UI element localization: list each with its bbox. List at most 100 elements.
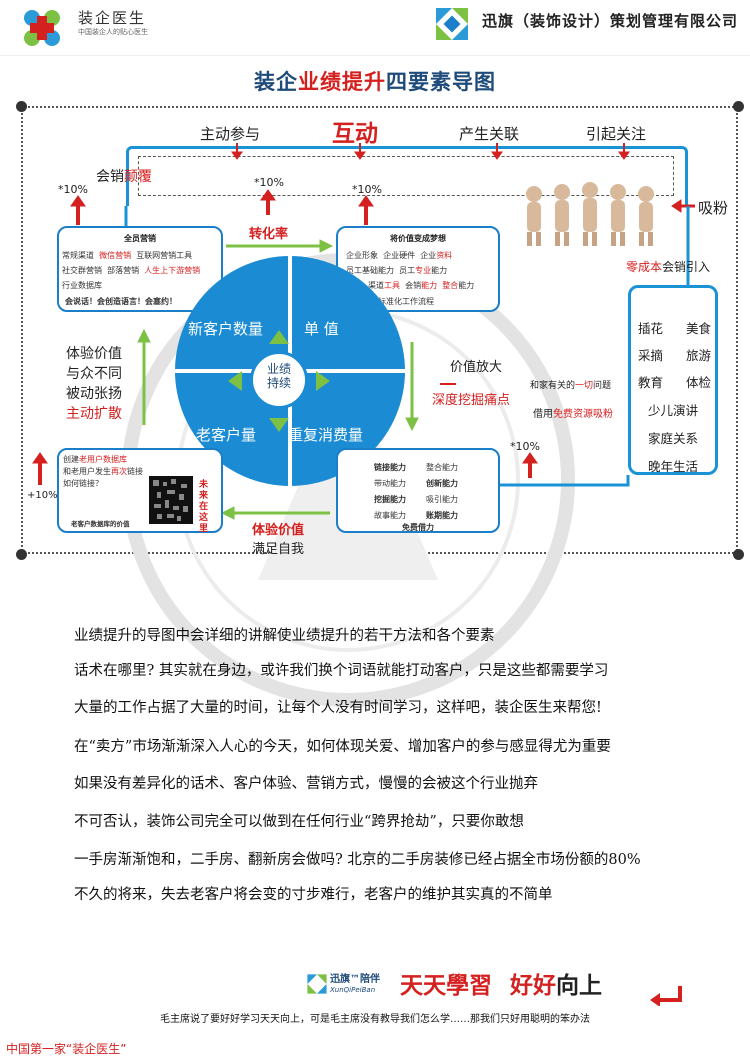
item-corp-data: 资料	[436, 251, 453, 260]
center-sustain-circle	[250, 351, 308, 409]
label-value-amp: 价值放大	[450, 360, 503, 375]
quad-unit-value: 单 值	[304, 320, 339, 338]
item-channel-pre: 渠道	[368, 281, 384, 290]
center-line-2: 持续	[266, 376, 291, 390]
item-standard-flow: 标准化工作流程	[378, 297, 434, 306]
left-label-3: 被动张扬	[66, 386, 122, 402]
quad-old-customers: 老客户量	[196, 426, 257, 444]
left-label-4: 主动扩散	[66, 406, 122, 422]
label-experience-value: 体验价值	[252, 523, 305, 538]
item-staff-pre: 员工	[399, 266, 416, 275]
footer-quote: 毛主席说了要好好学习天天向上，可是毛主席没有教导我们怎么学……那我们只好用聪明的…	[160, 1014, 590, 1025]
box-marketing-title: 全员营销	[124, 234, 156, 243]
ability-dig: 挖掘能力	[374, 495, 406, 504]
old-l3: 如何链接？	[63, 479, 103, 488]
brand-name: 装企医生	[78, 9, 147, 27]
item-social-group: 社交群营销	[62, 266, 102, 275]
label-borrow: 借用免费资源吸粉	[533, 405, 613, 420]
zhuangqi-doctor-logo	[24, 10, 60, 46]
paragraph-line: 如果没有差异化的话术、客户体验、营销方式，慢慢的会被这个行业抛弃	[74, 776, 538, 792]
frame-corner-dot	[733, 549, 744, 560]
paragraph-line: 不可否认，装饰公司完全可以做到在任何行业“跨界抢劫”，只要你敢想	[74, 814, 524, 830]
flow-loop-inner-dashed	[138, 156, 674, 196]
old-db-value: 老客户数据库的价值	[71, 520, 130, 528]
paragraph-line: 一手房渐渐饱和，二手房、翻新房会做吗? 北京的二手房装修已经占据全市场份额的80…	[74, 852, 641, 868]
dianfu-text: 颠覆	[124, 169, 152, 185]
footer-tag: 中国第一家“装企医生”	[6, 1042, 127, 1056]
old-l2-red: 再次	[111, 467, 127, 476]
box-all-staff-marketing: 全员营销 常规渠道 微信营销 互联网营销工具 社交群营销 部落营销 人生上下游营…	[57, 226, 223, 312]
label-deep-dig: 深度挖掘痛点	[432, 393, 511, 408]
huixiao-text: 会销	[96, 169, 124, 185]
ability-free-leverage: 免费借力	[402, 523, 434, 532]
related-post: 问题	[593, 381, 612, 391]
footer-brand-en: XunQiPeiBan	[330, 986, 376, 994]
pct-conversion: *10%	[254, 176, 284, 189]
zero-cost-suffix: 会销引入	[662, 260, 711, 274]
center-line-1: 业绩	[266, 362, 291, 376]
slogan-red-part: 好好	[510, 972, 556, 999]
header-divider	[0, 55, 750, 56]
ability-credit: 账期能力	[426, 511, 458, 520]
item-life-chain: 人生上下游营销	[144, 266, 201, 275]
label-zero-cost: 零成本会销引入	[626, 258, 710, 275]
pct-dream: *10%	[352, 183, 382, 196]
paragraph-line: 大量的工作占据了大量的时间，让每个人没有时间学习，这样吧，装企医生来帮您!	[74, 700, 602, 716]
item-corp-data-pre: 企业	[420, 251, 437, 260]
related-red: 一切	[575, 381, 594, 391]
ability-attract: 吸引能力	[426, 495, 458, 504]
label-huixiao: 会销颠覆	[96, 166, 152, 186]
item-staff-basic: 员工基础能力	[346, 266, 394, 275]
interest-item: 插花	[638, 321, 664, 336]
ability-link: 链接能力	[374, 463, 406, 472]
ability-innovate: 创新能力	[426, 479, 458, 488]
ability-story: 故事能力	[374, 511, 406, 520]
frame-corner-dot	[16, 549, 27, 560]
interest-item: 体检	[686, 375, 712, 390]
ability-integrate: 整合能力	[426, 463, 458, 472]
borrow-pre: 借用	[533, 409, 553, 420]
left-label-2: 与众不同	[66, 366, 122, 382]
interest-item: 采摘	[638, 348, 664, 363]
item-channel: 常规渠道	[62, 251, 94, 260]
item-integrate-pre: 整合	[442, 281, 459, 290]
footer-brand: 迅旗™陪伴	[330, 974, 380, 985]
pct-old: +10%	[27, 490, 58, 501]
item-internet-tools: 互联网营销工具	[136, 251, 193, 260]
title-part-1: 装企	[254, 70, 298, 94]
title-part-2: 业绩提升	[298, 70, 386, 94]
qr-code-image	[149, 476, 193, 524]
borrow-post: 吸粉	[593, 409, 613, 420]
item-industry-db: 行业数据库	[62, 281, 102, 290]
paragraph-line: 话术在哪里? 其实就在身边，或许我们换个词语就能打动客户，只是这些都需要学习	[74, 663, 609, 679]
quad-new-customers: 新客户数量	[188, 320, 264, 338]
label-interact: 互动	[332, 121, 378, 147]
center-arrows-icon	[228, 330, 330, 432]
interest-item: 家庭关系	[648, 431, 699, 446]
item-tribe: 部落营销	[107, 266, 140, 275]
item-channel-tools: 工具	[384, 281, 400, 290]
footer-slogan-study: 天天學習	[400, 972, 492, 999]
item-corp-image: 企业形象	[346, 251, 378, 260]
diagram-title: 装企业绩提升四要素导图	[0, 66, 750, 96]
frame-corner-dot	[16, 101, 27, 112]
box-interests	[628, 285, 718, 475]
left-labels: 体验价值 与众不同 被动张扬 主动扩散	[66, 344, 122, 424]
label-relate: 产生关联	[459, 125, 520, 143]
borrow-red: 免费资源	[553, 409, 593, 420]
label-participate: 主动参与	[200, 125, 261, 143]
paragraph-line: 在“卖方”市场渐渐深入人心的今天，如何体现关爱、增加客户的参与感显得尤为重要	[74, 739, 611, 755]
label-conversion-rate: 转化率	[249, 227, 289, 242]
item-integrate-ability: 能力	[458, 281, 475, 290]
old-l1-pre: 创建	[63, 455, 79, 464]
interest-item: 晚年生活	[648, 459, 699, 474]
footer-slogan-up: 好好向上	[510, 966, 602, 1000]
frame-corner-dot	[733, 101, 744, 112]
item-huixiao-pre: 会销	[405, 281, 422, 290]
box-dream-title: 将价值变成梦想	[390, 234, 446, 243]
label-attention: 引起关注	[586, 125, 647, 143]
xunqi-small-logo	[307, 974, 327, 994]
center-sustain-label: 业绩 持续	[250, 362, 308, 390]
quad-repeat-spend: 重复消费量	[288, 426, 364, 444]
item-staff-post: 能力	[431, 266, 448, 275]
